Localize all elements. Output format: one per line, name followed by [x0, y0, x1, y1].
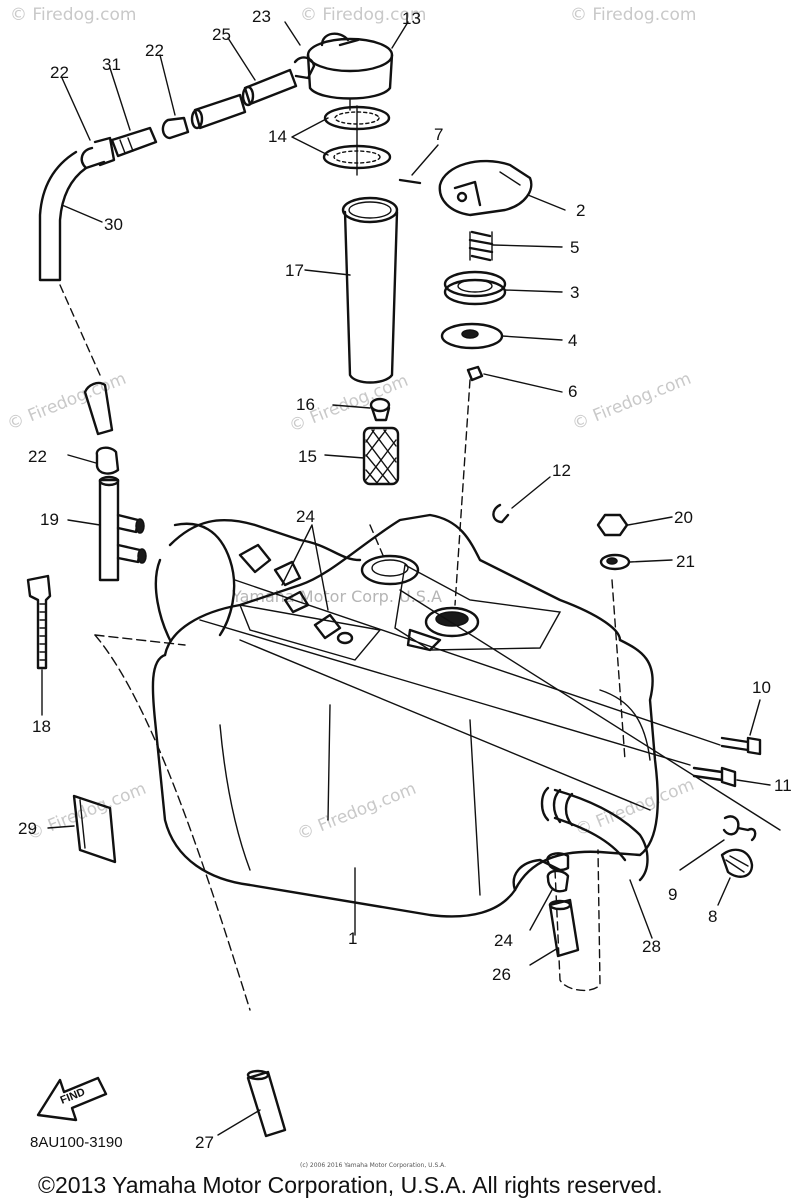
callout-22: 22	[145, 41, 164, 60]
copyright-footer: ©2013 Yamaha Motor Corporation, U.S.A. A…	[38, 1172, 663, 1198]
part-10-11-bolts	[692, 736, 762, 788]
part-8-9-bracket	[720, 815, 757, 878]
callout-8: 8	[708, 907, 717, 926]
callout-21: 21	[676, 552, 695, 571]
callout-24: 24	[296, 507, 315, 526]
callout-29: 29	[18, 819, 37, 838]
callout-25: 25	[212, 25, 231, 44]
part-24-26-bottom	[546, 852, 580, 958]
callout-11: 11	[774, 776, 792, 795]
callout-12: 12	[552, 461, 571, 480]
top-hose-chain	[80, 56, 316, 170]
callout-26: 26	[492, 965, 511, 984]
part-4-plate	[440, 322, 504, 350]
fuel-tank-body	[151, 513, 659, 918]
callout-9: 9	[668, 885, 677, 904]
callout-14: 14	[268, 127, 287, 146]
part-6-nut	[466, 365, 484, 382]
callout-20: 20	[674, 508, 693, 527]
assembly-guide-lines	[59, 284, 781, 1011]
callout-16: 16	[296, 395, 315, 414]
callout-4: 4	[568, 331, 577, 350]
part-13-cover	[306, 32, 394, 111]
part-27-tube	[246, 1069, 287, 1138]
callout-17: 17	[285, 261, 304, 280]
callout-7: 7	[434, 125, 443, 144]
part-2-cap	[438, 159, 533, 217]
part-17-filler-tube	[341, 196, 399, 384]
site-watermark: © Firedog.com	[294, 779, 419, 845]
part-3-gasket	[443, 270, 507, 306]
callout-23: 23	[252, 7, 271, 26]
callout-31: 31	[102, 55, 121, 74]
callout-3: 3	[570, 283, 579, 302]
part-29-pad	[72, 794, 117, 864]
watermark-group: © Firedog.com © Firedog.com © Firedog.co…	[4, 5, 697, 845]
vent-hose-28	[540, 786, 649, 882]
callout-19: 19	[40, 510, 59, 529]
callout-15: 15	[298, 447, 317, 466]
callout-13: 13	[402, 9, 421, 28]
callout-numbers: 1 2 3 4 5 6 7 8 9 10 11 12 13 14 15 16 1…	[18, 7, 792, 1152]
site-watermark: © Firedog.com	[10, 5, 136, 25]
callout-30: 30	[104, 215, 123, 234]
callout-10: 10	[752, 678, 771, 697]
left-fitting-19-22	[83, 381, 147, 582]
part-30-hose	[38, 150, 88, 282]
site-watermark: © Firedog.com	[569, 369, 694, 435]
callout-24: 24	[494, 931, 513, 950]
find-arrow: FIND	[36, 1076, 108, 1122]
callout-28: 28	[642, 937, 661, 956]
yamaha-watermark-overlay: Yamaha Motor Corp. U.S.A	[231, 587, 442, 606]
site-watermark: © Firedog.com	[24, 779, 149, 845]
part-7-pin	[398, 178, 422, 185]
part-20-21-nut-washer	[596, 513, 631, 571]
callout-18: 18	[32, 717, 51, 736]
leader-lines	[41, 21, 771, 1136]
callout-5: 5	[570, 238, 579, 257]
callout-22: 22	[50, 63, 69, 82]
part-18-strap	[26, 574, 52, 670]
callout-22: 22	[28, 447, 47, 466]
part-5-spring	[468, 230, 494, 262]
part-15-16-filter	[362, 397, 400, 486]
part-14-rings	[322, 105, 392, 176]
callout-27: 27	[195, 1133, 214, 1152]
diagram-code: 8AU100-3190	[30, 1134, 123, 1151]
callout-2: 2	[576, 201, 585, 220]
small-copyright: (c) 2006 2016 Yamaha Motor Corporation, …	[300, 1162, 446, 1169]
callout-6: 6	[568, 382, 577, 401]
site-watermark: © Firedog.com	[570, 5, 696, 25]
part-12-clip	[492, 503, 510, 524]
callout-1: 1	[348, 929, 357, 948]
site-watermark: © Firedog.com	[300, 5, 426, 25]
